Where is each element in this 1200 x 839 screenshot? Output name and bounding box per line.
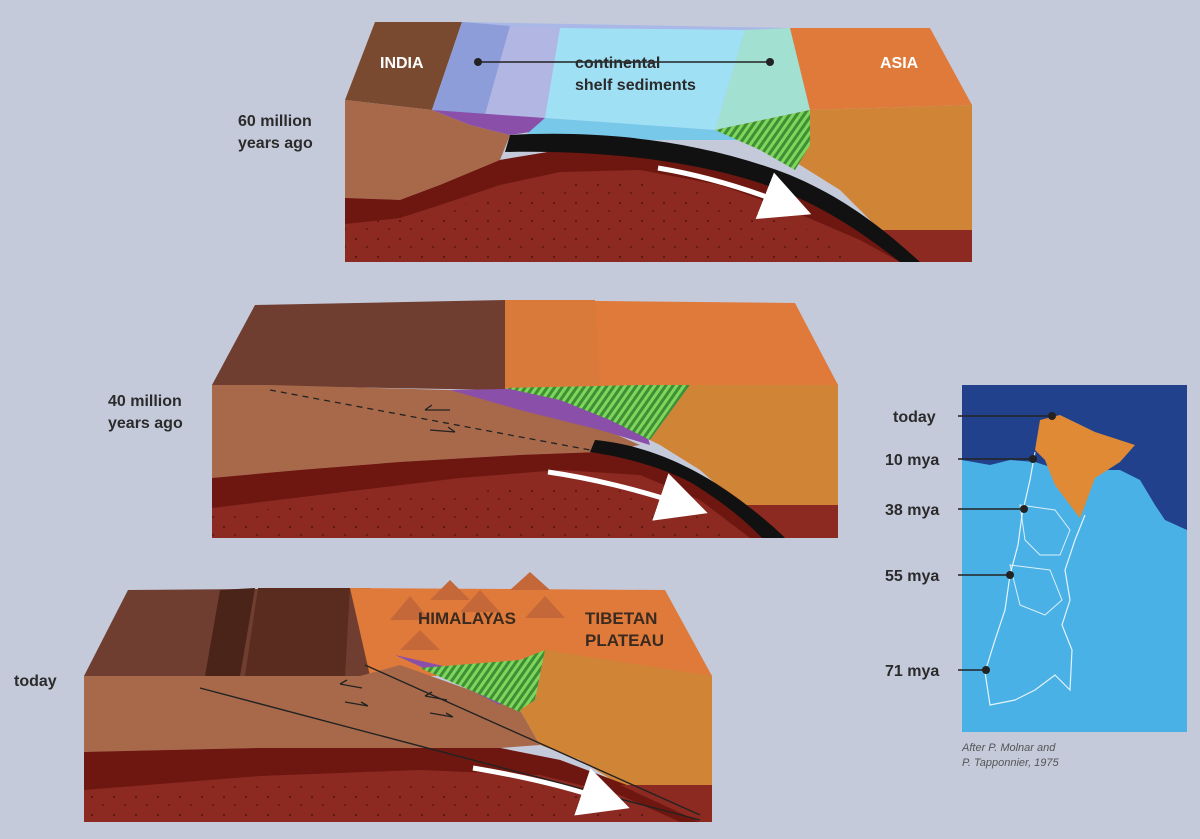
sediment-label-1: continental [575, 55, 660, 72]
fault-arrow-icon [424, 691, 448, 701]
mantle-dots-60 [345, 180, 860, 262]
map-marker-today: today [893, 409, 1056, 426]
map-credit-1: After P. Molnar and [961, 742, 1056, 754]
panel-today: HIMALAYAS TIBETAN PLATEAU today [14, 572, 712, 822]
asia-top-surface [790, 28, 972, 110]
tibet-label-2: PLATEAU [585, 631, 664, 650]
cliff-band-today [205, 588, 255, 676]
map-india-outline-55 [1009, 564, 1063, 616]
fault-arrow-icon [429, 426, 456, 433]
time-label-40-line2: years ago [108, 415, 183, 432]
panel-60mya: INDIA ASIA continental shelf sediments 6… [238, 22, 972, 262]
subducting-slab-60 [505, 133, 920, 262]
asia-shade-40 [505, 300, 600, 390]
asia-label: ASIA [880, 55, 919, 72]
asia-top-today [350, 588, 712, 676]
fault-arrow-icon [339, 679, 363, 689]
asia-side-40 [640, 385, 838, 505]
map-marker-10mya: 10 mya [885, 452, 1037, 469]
map-label-38mya: 38 mya [885, 502, 939, 519]
lithosphere-band-today [84, 748, 700, 822]
stripes-40 [505, 385, 690, 440]
map-india-track [984, 451, 1086, 706]
india-crust-side [345, 100, 510, 200]
shelf-band-2 [485, 26, 560, 118]
fault-arrow-icon [424, 404, 450, 411]
subducting-slab-40 [590, 440, 785, 538]
drift-map: today 10 mya 38 mya 55 mya 71 mya After … [885, 385, 1187, 769]
arrow-icon [547, 469, 708, 521]
map-marker-71mya: 71 mya [885, 663, 990, 680]
time-label-today: today [14, 673, 57, 690]
map-label-today: today [893, 409, 936, 426]
mantle-dots-today [84, 780, 660, 822]
time-label-60-line2: years ago [238, 135, 313, 152]
time-label-60-line1: 60 million [238, 113, 312, 130]
shelf-band-1 [432, 22, 510, 115]
marker-dot-icon [1029, 455, 1037, 463]
thrust-fault-2 [364, 664, 701, 816]
himalayas-label: HIMALAYAS [418, 609, 516, 628]
asia-shelf-green [715, 28, 810, 130]
map-label-71mya: 71 mya [885, 663, 939, 680]
india-top-40 [212, 300, 505, 390]
purple-wedge [432, 110, 545, 135]
india-top-surface [345, 22, 462, 110]
asia-mantle-today [620, 785, 712, 822]
time-label-40-line1: 40 million [108, 393, 182, 410]
himalaya-peaks [390, 572, 565, 650]
fault-arrow-icon [429, 712, 454, 718]
fault-arrow-icon [344, 701, 369, 707]
map-label-55mya: 55 mya [885, 568, 939, 585]
panel-40mya: 40 million years ago [108, 300, 838, 538]
lithosphere-band-40 [212, 452, 770, 538]
mantle-dots-40 [212, 485, 730, 538]
accretion-wedge [715, 110, 810, 170]
marker-dot-icon [474, 58, 482, 66]
lithosphere-band-60 [345, 150, 920, 262]
arrow-icon [657, 165, 812, 220]
map-india-today [1035, 415, 1135, 518]
stripes-today [420, 650, 545, 712]
marker-dot-icon [1006, 571, 1014, 579]
map-marker-38mya: 38 mya [885, 502, 1028, 519]
map-label-10mya: 10 mya [885, 452, 939, 469]
map-india-outline-38 [1019, 504, 1071, 556]
india-side-today [84, 665, 540, 752]
sediment-label-2: shelf sediments [575, 77, 696, 94]
india-label: INDIA [380, 55, 424, 72]
asia-mantle [880, 230, 972, 262]
marker-dot-icon [1020, 505, 1028, 513]
arrow-icon [472, 765, 630, 816]
marker-dot-icon [766, 58, 774, 66]
marker-dot-icon [1048, 412, 1056, 420]
ocean-top [545, 28, 745, 130]
cliff-band-today-2 [245, 588, 350, 676]
map-marker-55mya: 55 mya [885, 568, 1014, 585]
tibet-label-1: TIBETAN [585, 609, 657, 628]
marker-dot-icon [982, 666, 990, 674]
asia-side-today [520, 650, 712, 785]
map-credit-2: P. Tapponnier, 1975 [962, 757, 1060, 769]
